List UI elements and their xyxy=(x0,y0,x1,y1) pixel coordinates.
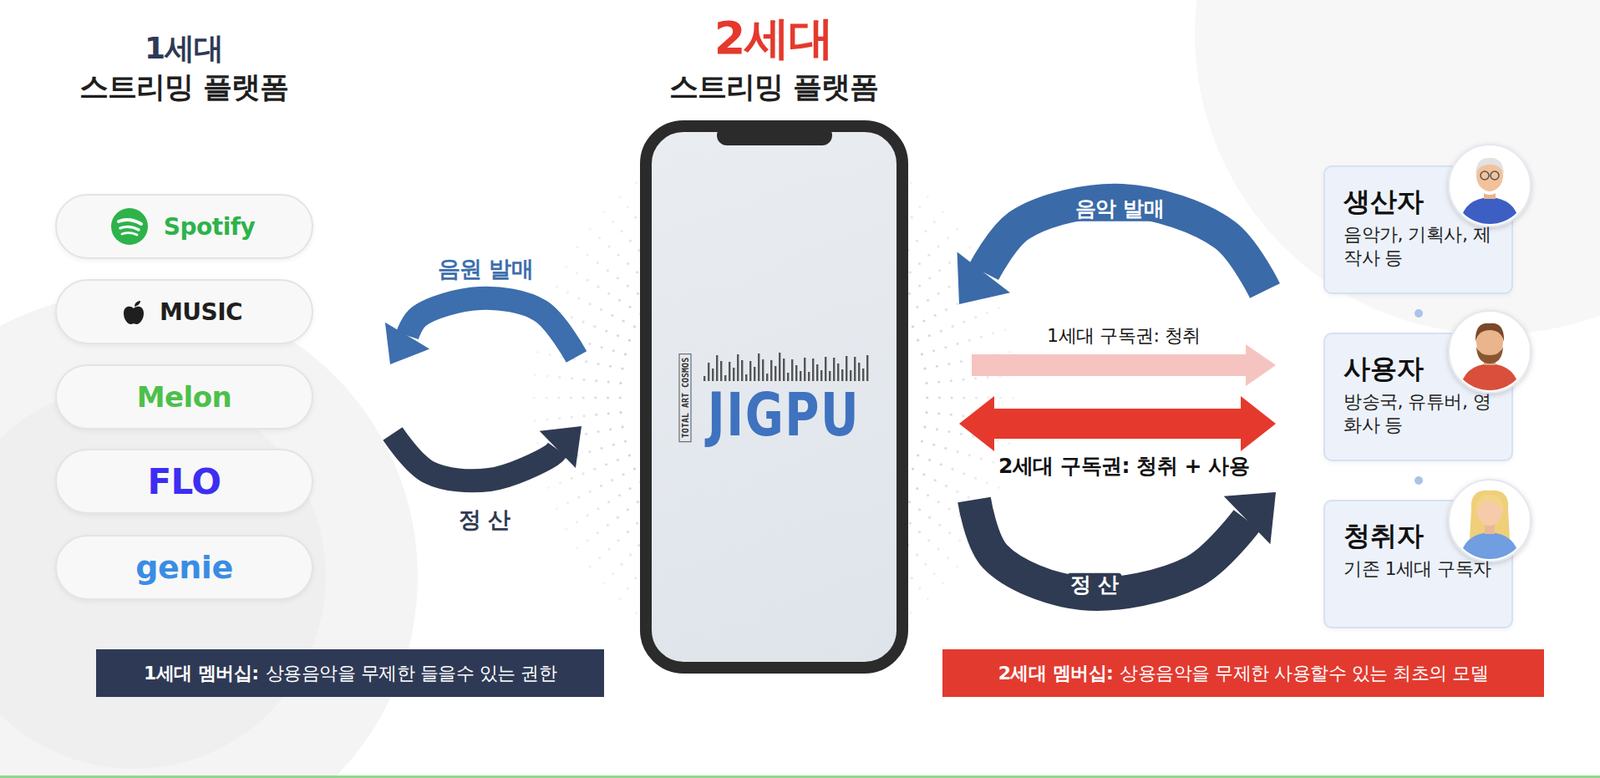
role-description: 기존 1세대 구독자 xyxy=(1343,557,1502,581)
role-description: 음악가, 기획사, 제작사 등 xyxy=(1343,223,1502,270)
platform-name: MUSIC xyxy=(159,298,243,326)
arrow-label: 정 산 xyxy=(458,506,511,533)
brand-logo: JIGPU xyxy=(707,384,860,445)
platform-pill: FLO xyxy=(55,448,314,514)
arrow-label: 2세대 구독권: 청취 + 사용 xyxy=(998,454,1250,479)
platform-name: FLO xyxy=(147,461,221,503)
equalizer-bars xyxy=(703,352,869,381)
role-title: 생산자 xyxy=(1343,187,1502,217)
flow-arrow xyxy=(392,426,582,481)
arrow-band xyxy=(971,354,1246,376)
background-circle xyxy=(0,384,326,769)
platform-pill: Spotify xyxy=(55,193,314,260)
flow-arrow xyxy=(971,344,1276,387)
apple-logo xyxy=(123,300,144,325)
arrow-label: 음원 발매 xyxy=(437,255,534,282)
arrow-label: 음악 발매 xyxy=(1071,197,1168,222)
role-title: 사용자 xyxy=(1343,354,1502,384)
membership-banner: 1세대 멤버십:상용음악을 무제한 들을수 있는 권한 xyxy=(96,649,605,697)
arrow-head xyxy=(1240,396,1276,452)
phone-notch xyxy=(716,125,833,146)
background-circle xyxy=(0,292,418,778)
arrow-label: 정 산 xyxy=(1066,573,1122,598)
flow-arrow xyxy=(959,396,1276,452)
arrow-label: 1세대 구독권: 청취 xyxy=(1046,325,1201,346)
banner-text: 상용음악을 무제한 사용할수 있는 최초의 모델 xyxy=(1119,660,1489,686)
banner-heading: 2세대 멤버십: xyxy=(998,660,1114,686)
user-avatar xyxy=(1448,310,1531,394)
column-subheading: 스트리밍 플랫폼 xyxy=(79,70,288,104)
flow-arrow xyxy=(974,492,1276,595)
membership-banner: 2세대 멤버십:상용음악을 무제한 사용할수 있는 최초의 모델 xyxy=(942,649,1545,697)
platform-name: Spotify xyxy=(163,213,255,241)
platform-pill: MUSIC xyxy=(55,279,314,345)
phone-frame: TOTAL ART COSMOS JIGPU xyxy=(640,120,909,674)
arrow-band xyxy=(406,298,577,357)
arrow-band xyxy=(994,408,1241,439)
connector-dot xyxy=(1414,476,1423,485)
banner-heading: 1세대 멤버십: xyxy=(143,660,260,686)
column-heading: 2세대 xyxy=(714,12,834,65)
arrow-head xyxy=(1245,344,1276,387)
platform-pill: Melon xyxy=(55,364,314,430)
brand-tagline: TOTAL ART COSMOS xyxy=(679,353,692,442)
background-circle xyxy=(1194,0,1600,335)
connector-dot xyxy=(1414,309,1423,318)
role-card: 청취자기존 1세대 구독자 xyxy=(1323,499,1514,629)
role-title: 청취자 xyxy=(1343,521,1502,551)
role-card: 생산자음악가, 기획사, 제작사 등 xyxy=(1323,165,1514,295)
role-card: 사용자방송국, 유튜버, 영화사 등 xyxy=(1323,332,1514,462)
producer-avatar xyxy=(1448,144,1531,228)
listener-avatar xyxy=(1448,479,1531,563)
platform-pill: genie xyxy=(55,534,314,600)
banner-text: 상용음악을 무제한 들을수 있는 권한 xyxy=(265,660,557,686)
spotify-logo xyxy=(111,208,148,245)
platform-name: genie xyxy=(135,548,233,586)
role-description: 방송국, 유튜버, 영화사 등 xyxy=(1343,390,1502,437)
arrow-head xyxy=(959,396,995,452)
arrow-head xyxy=(385,322,430,365)
column-subheading: 스트리밍 플랫폼 xyxy=(669,70,878,104)
arrow-head xyxy=(957,252,1011,305)
arrow-head xyxy=(1224,492,1276,544)
bottom-line xyxy=(0,775,1600,778)
platform-name: Melon xyxy=(137,380,233,414)
arrow-band xyxy=(392,433,558,481)
column-heading: 1세대 xyxy=(144,30,224,66)
flow-arrow xyxy=(385,298,577,365)
arrow-head xyxy=(539,426,582,468)
